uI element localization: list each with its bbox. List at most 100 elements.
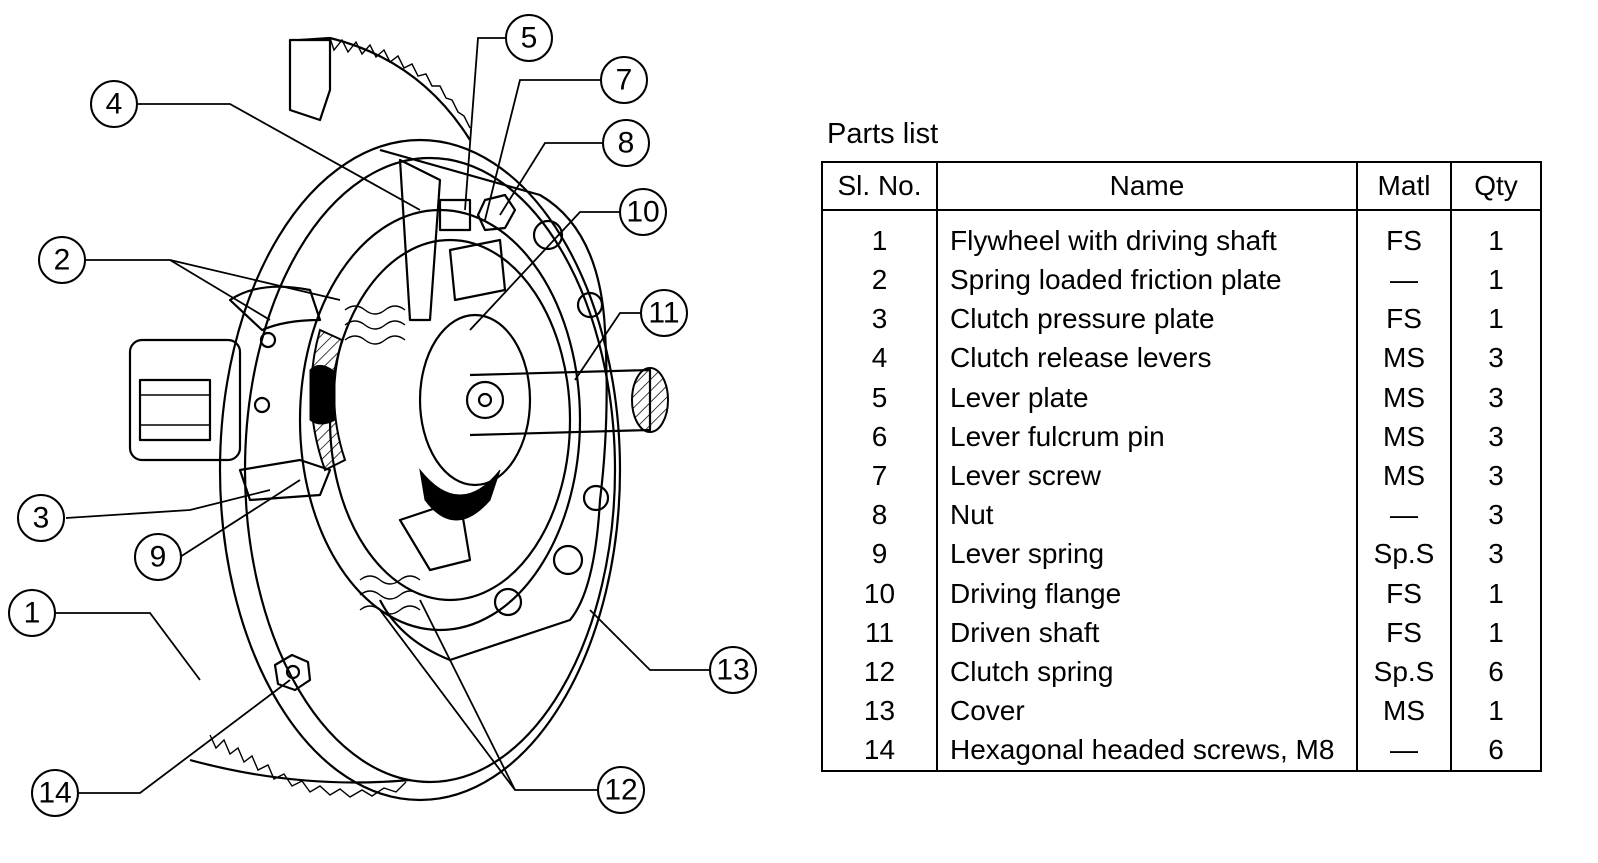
callout-5: 5	[505, 14, 553, 62]
matl-cell: —	[1356, 260, 1452, 300]
name-cell: Clutch release levers	[936, 338, 1358, 378]
svg-text:2: 2	[54, 244, 71, 277]
svg-text:10: 10	[626, 196, 659, 229]
qty-cell: 6	[1450, 652, 1542, 692]
callout-2: 2	[38, 236, 86, 284]
name-cell: Lever spring	[936, 534, 1358, 574]
matl-cell: MS	[1356, 691, 1452, 731]
matl-cell: FS	[1356, 210, 1452, 261]
matl-cell: FS	[1356, 299, 1452, 339]
lever-screw-and-nut	[438, 193, 517, 232]
leader-lines	[55, 37, 710, 794]
matl-cell: Sp.S	[1356, 652, 1452, 692]
name-cell: Clutch pressure plate	[936, 299, 1358, 339]
svg-text:11: 11	[648, 297, 679, 330]
sl-no-cell: 2	[821, 260, 938, 300]
header-name: Name	[936, 161, 1358, 211]
name-cell: Clutch spring	[936, 652, 1358, 692]
sl-no-cell: 6	[821, 417, 938, 457]
header-qty: Qty	[1450, 161, 1542, 211]
sl-no-cell: 7	[821, 456, 938, 496]
sl-no-cell: 14	[821, 730, 938, 771]
matl-cell: MS	[1356, 338, 1452, 378]
qty-cell: 1	[1450, 299, 1542, 339]
svg-text:14: 14	[38, 777, 71, 810]
svg-text:4: 4	[106, 88, 123, 121]
matl-cell: MS	[1356, 456, 1452, 496]
clutch-assembly-drawing: 1 2 3 4 5 7 8 9 10 11 12 13 14	[8, 14, 757, 817]
svg-text:7: 7	[616, 64, 633, 97]
sl-no-cell: 8	[821, 495, 938, 535]
callout-14: 14	[31, 769, 79, 817]
clutch-springs	[309, 305, 421, 615]
sl-no-cell: 10	[821, 573, 938, 614]
qty-cell: 3	[1450, 338, 1542, 378]
callout-12: 12	[597, 766, 645, 814]
parts-table-header-row: Sl. No. Name Matl Qty	[821, 161, 1542, 211]
parts-list-caption: Parts list	[827, 118, 939, 150]
sl-no-cell: 12	[821, 652, 938, 692]
qty-cell: 1	[1450, 573, 1542, 614]
svg-text:13: 13	[716, 654, 749, 687]
matl-cell: FS	[1356, 613, 1452, 653]
name-cell: Cover	[936, 691, 1358, 731]
matl-cell: MS	[1356, 417, 1452, 457]
qty-cell: 3	[1450, 417, 1542, 457]
svg-text:9: 9	[150, 541, 167, 574]
name-cell: Lever screw	[936, 456, 1358, 496]
flywheel-outline	[128, 36, 622, 802]
svg-text:5: 5	[521, 22, 538, 55]
cover	[379, 148, 610, 662]
name-cell: Lever plate	[936, 377, 1358, 418]
matl-cell: MS	[1356, 377, 1452, 418]
name-cell: Spring loaded friction plate	[936, 260, 1358, 300]
qty-cell: 3	[1450, 534, 1542, 574]
callout-1: 1	[8, 589, 56, 637]
qty-cell: 1	[1450, 210, 1542, 261]
svg-text:12: 12	[604, 774, 637, 807]
sl-no-cell: 1	[821, 210, 938, 261]
header-matl: Matl	[1356, 161, 1452, 211]
callout-3: 3	[17, 494, 65, 542]
name-cell: Nut	[936, 495, 1358, 535]
matl-cell: —	[1356, 730, 1452, 771]
qty-cell: 3	[1450, 456, 1542, 496]
sl-no-cell: 5	[821, 377, 938, 418]
name-cell: Hexagonal headed screws, M8	[936, 730, 1358, 771]
qty-cell: 1	[1450, 691, 1542, 731]
sl-no-cell: 13	[821, 691, 938, 731]
callout-11: 11	[640, 289, 688, 337]
sl-no-cell: 3	[821, 299, 938, 339]
callout-8: 8	[602, 119, 650, 167]
matl-cell: FS	[1356, 573, 1452, 614]
name-cell: Lever fulcrum pin	[936, 417, 1358, 457]
callout-13: 13	[709, 646, 757, 694]
callout-4: 4	[90, 80, 138, 128]
qty-cell: 1	[1450, 613, 1542, 653]
hex-screw	[273, 653, 312, 692]
qty-cell: 6	[1450, 730, 1542, 771]
qty-cell: 3	[1450, 495, 1542, 535]
sl-no-cell: 11	[821, 613, 938, 653]
qty-cell: 3	[1450, 377, 1542, 418]
matl-cell: —	[1356, 495, 1452, 535]
svg-text:3: 3	[33, 502, 50, 535]
sl-no-cell: 9	[821, 534, 938, 574]
callout-9: 9	[134, 533, 182, 581]
driven-shaft	[469, 367, 669, 437]
